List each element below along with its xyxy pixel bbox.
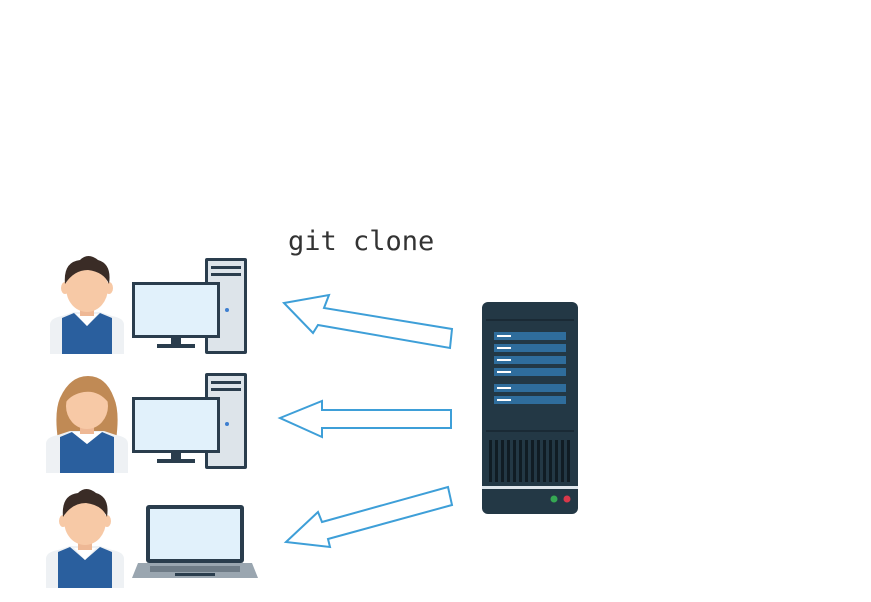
arrow-left-icon [281, 293, 454, 350]
arrow-left-icon [277, 399, 452, 439]
status-led-green [550, 495, 558, 503]
status-led-red [563, 495, 571, 503]
arrow-to-client-2 [277, 399, 452, 439]
server-icon [482, 302, 578, 514]
desktop-computer-icon [132, 258, 247, 354]
arrow-to-client-1 [281, 293, 454, 350]
command-label: git clone [288, 226, 435, 257]
male-user-icon [46, 489, 124, 588]
male-user-icon [50, 256, 124, 354]
laptop-computer-icon [132, 505, 258, 578]
female-user-icon [46, 376, 128, 473]
client-1 [50, 256, 247, 354]
desktop-computer-icon [132, 373, 247, 469]
server-vent [489, 440, 570, 482]
client-3 [46, 489, 258, 588]
arrow-to-client-3 [283, 485, 454, 549]
client-2 [46, 373, 247, 473]
arrow-left-icon [283, 485, 454, 549]
